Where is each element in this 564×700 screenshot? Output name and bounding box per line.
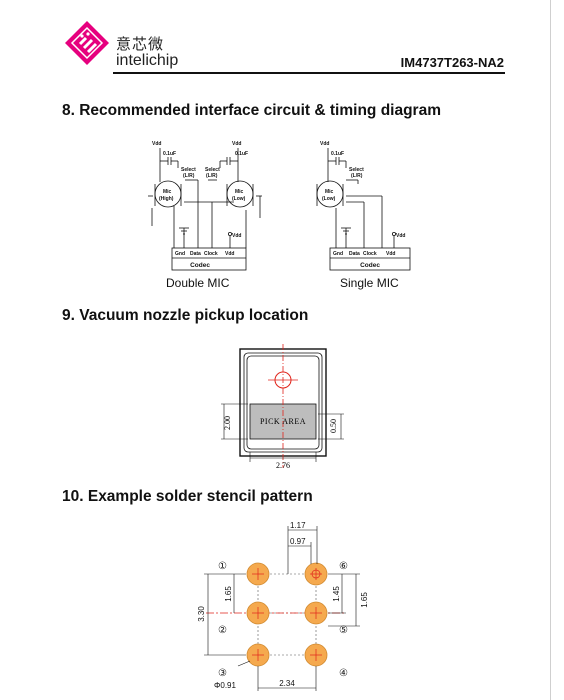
pick-area-width-dimension: 2.76	[276, 461, 290, 470]
mic-low-label: (Low)	[322, 196, 336, 202]
mic-label: Mic	[163, 189, 172, 195]
select-label: Select	[205, 167, 220, 173]
header-divider	[113, 72, 505, 74]
codec-pin-data: Data	[190, 251, 201, 257]
codec-pin-clock: Clock	[204, 251, 218, 257]
pick-area-height-dimension: 2.00	[223, 416, 232, 430]
pad-4-number: ④	[339, 668, 348, 679]
dimension-1-65-left: 1.65	[224, 586, 233, 602]
section-10-title: 10. Example solder stencil pattern	[62, 488, 313, 505]
dimension-2-34: 2.34	[279, 679, 295, 688]
lr-label: (L/R)	[351, 173, 363, 179]
page-edge-line	[550, 0, 551, 700]
double-mic-caption: Double MIC	[166, 276, 230, 290]
codec-label: Codec	[190, 262, 210, 269]
mic-high-label: (High)	[159, 196, 174, 202]
single-mic-caption: Single MIC	[340, 276, 399, 290]
select-label: Select	[181, 167, 196, 173]
cap-label: 0.1uF	[235, 151, 248, 157]
mic-low-label: (Low)	[232, 196, 246, 202]
intelichip-logo-icon	[65, 21, 109, 65]
cap-label: 0.1uF	[163, 151, 176, 157]
codec-pin-gnd: Gnd	[175, 251, 185, 257]
pad-3-number: ③	[218, 668, 227, 679]
codec-pin-clock: Clock	[363, 251, 377, 257]
pad-6-number: ⑥	[339, 561, 348, 572]
codec-label: Codec	[360, 262, 380, 269]
pick-area-offset-dimension: 0.50	[329, 419, 338, 433]
vdd-label: Vdd	[320, 141, 329, 147]
dimension-1-17: 1.17	[290, 521, 306, 530]
dimension-3-30: 3.30	[197, 606, 206, 622]
codec-pin-vdd: Vdd	[386, 251, 395, 257]
brand-name-chinese: 意芯微	[116, 35, 165, 53]
vdd-label: Vdd	[232, 141, 241, 147]
double-mic-circuit-diagram: Vdd Vdd 0.1uF 0.1uF Select (L/R) Select …	[148, 141, 262, 271]
codec-pin-vdd: Vdd	[225, 251, 234, 257]
pick-area-label: PICK AREA	[260, 417, 306, 426]
section-8-title: 8. Recommended interface circuit & timin…	[62, 102, 441, 119]
solder-stencil-diagram: ① ② ③ ④ ⑤ ⑥ 1.17 0.97 1.65 3.30 1.45 1.6…	[197, 521, 369, 691]
part-number: IM4737T263-NA2	[400, 55, 504, 70]
vdd-label: Vdd	[396, 233, 405, 239]
brand-name: intelichip	[116, 52, 179, 69]
pad-2-number: ②	[218, 625, 227, 636]
cap-label: 0.1uF	[331, 151, 344, 157]
document-header: 意芯微 intelichip IM4737T263-NA2	[0, 0, 564, 80]
dimension-0-97: 0.97	[290, 537, 306, 546]
lr-label: (L/R)	[206, 173, 218, 179]
single-mic-circuit-diagram: Vdd 0.1uF Select (L/R) Mic (Low) Vdd Gnd…	[316, 141, 411, 271]
pad-5-number: ⑤	[339, 625, 348, 636]
dimension-1-45: 1.45	[332, 586, 341, 602]
codec-pin-data: Data	[349, 251, 360, 257]
mic-label: Mic	[325, 189, 334, 195]
dimension-1-65-right: 1.65	[360, 592, 369, 608]
section-9-title: 9. Vacuum nozzle pickup location	[62, 307, 309, 324]
nozzle-pickup-diagram: PICK AREA 2.00 0.50 2.76	[221, 344, 344, 470]
codec-pin-gnd: Gnd	[333, 251, 343, 257]
dimension-pad-diameter: Φ0.91	[214, 681, 237, 690]
lr-label: (L/R)	[183, 173, 195, 179]
vdd-label: Vdd	[152, 141, 161, 147]
select-label: Select	[349, 167, 364, 173]
mic-label: Mic	[235, 189, 244, 195]
pad-1-number: ①	[218, 561, 227, 572]
vdd-label: Vdd	[232, 233, 241, 239]
